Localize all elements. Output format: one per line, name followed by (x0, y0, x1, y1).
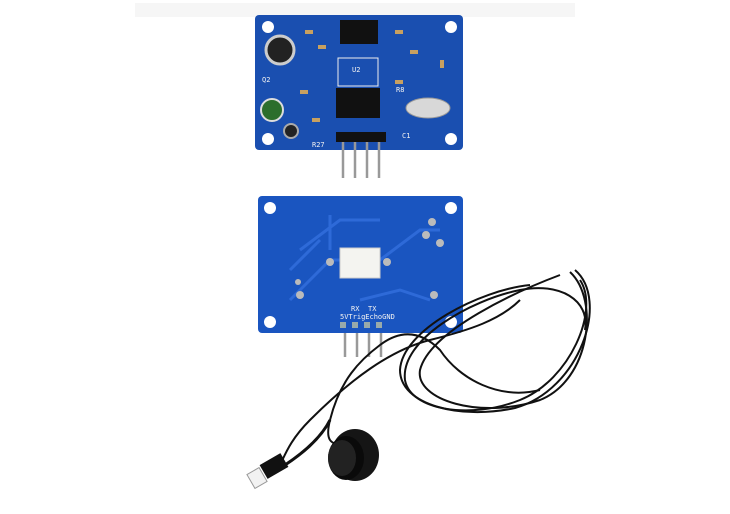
label-c1: C1 (402, 132, 410, 140)
bottom-pcb-board: RX TX 5VTrigEchoGND (258, 196, 463, 357)
capacitor (260, 98, 284, 122)
header-pins (343, 333, 383, 357)
label-tx: TX (368, 305, 377, 313)
crystal-oscillator (405, 97, 451, 119)
header-pins (341, 142, 381, 178)
sensor-cable (279, 269, 591, 467)
label-rx: RX (351, 305, 360, 313)
connector-socket (339, 247, 381, 279)
transformer-component (264, 34, 296, 66)
top-pcb-board: U2 Q2 R27 R8 C1 (255, 15, 463, 178)
cable-connector-plug (246, 453, 289, 490)
label-pins: 5VTrigEchoGND (340, 313, 395, 321)
ic-chip-u2 (336, 88, 380, 118)
label-r27: R27 (312, 141, 325, 149)
label-q2: Q2 (262, 76, 270, 84)
label-r8: R8 (396, 86, 404, 94)
background-strip (135, 3, 575, 17)
ultrasonic-transducer-probe (328, 429, 379, 481)
label-u2: U2 (352, 66, 360, 74)
ic-chip (340, 20, 378, 44)
